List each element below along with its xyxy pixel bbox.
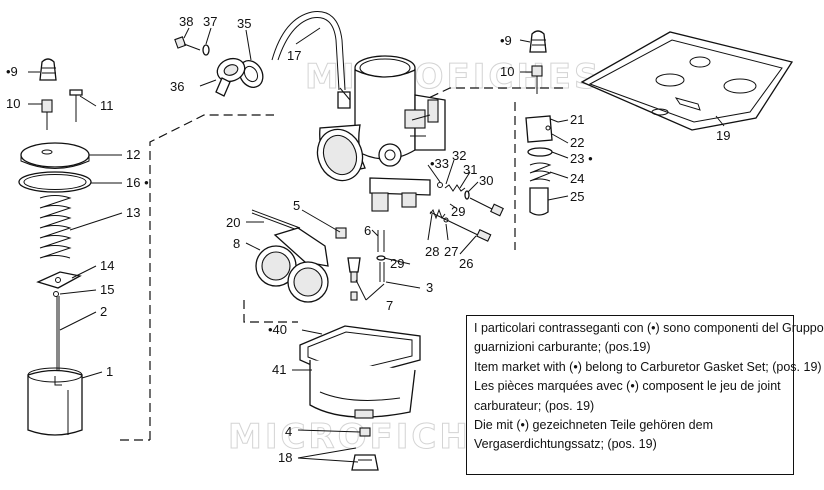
part-6-jet-holder bbox=[377, 230, 385, 252]
part-15-clip bbox=[53, 291, 59, 297]
label-12: 12 bbox=[126, 147, 140, 162]
part-8-air-flange bbox=[255, 227, 329, 303]
carburetor-exploded-diagram: MICROFICHES.NET MICROFICHES.NET bbox=[6, 11, 824, 475]
label-19: 19 bbox=[716, 128, 730, 143]
label-27: 27 bbox=[444, 244, 458, 259]
part-12-cover bbox=[20, 142, 90, 169]
part-5-jet bbox=[335, 227, 347, 239]
note-line-fr-2: carburateur; (pos. 19) bbox=[474, 398, 595, 413]
part-1-throttle-slide bbox=[27, 367, 83, 436]
label-30: 30 bbox=[479, 173, 493, 188]
label-26: 26 bbox=[459, 256, 473, 271]
part-31-washer bbox=[464, 190, 470, 200]
part-26-washer bbox=[443, 217, 449, 223]
label-38: 38 bbox=[179, 14, 193, 29]
label-5: 5 bbox=[293, 198, 300, 213]
note-line-en: Item market with (•) belong to Carbureto… bbox=[474, 359, 822, 374]
part-38-bolt bbox=[174, 36, 201, 51]
label-41: 41 bbox=[272, 362, 286, 377]
label-11: 11 bbox=[100, 98, 114, 113]
label-33: •33 bbox=[430, 156, 449, 171]
part-30-idle-screw bbox=[469, 197, 504, 217]
part-25-plunger bbox=[529, 187, 549, 216]
label-13: 13 bbox=[126, 205, 140, 220]
label-3: 3 bbox=[426, 280, 433, 295]
label-23: 23 • bbox=[570, 151, 593, 166]
label-25: 25 bbox=[570, 189, 584, 204]
part-9-left-cap bbox=[39, 58, 57, 81]
label-10-right: 10 bbox=[500, 64, 514, 79]
label-22: 22 bbox=[570, 135, 584, 150]
label-28: 28 bbox=[425, 244, 439, 259]
part-13-spring bbox=[39, 195, 72, 259]
label-29-lower: 29 bbox=[390, 256, 404, 271]
note-line-fr-1: Les pièces marquées avec (•) composent l… bbox=[474, 379, 781, 394]
part-19-gasket-set bbox=[580, 31, 794, 131]
label-18: 18 bbox=[278, 450, 292, 465]
leader-lines bbox=[28, 27, 725, 463]
label-37: 37 bbox=[203, 14, 217, 29]
part-9-right-cap bbox=[529, 30, 547, 53]
part-33-washer bbox=[437, 182, 443, 188]
label-9-right: •9 bbox=[500, 33, 512, 48]
carburetor-body bbox=[316, 55, 446, 212]
label-8: 8 bbox=[233, 236, 240, 251]
label-21: 21 bbox=[570, 112, 584, 127]
part-20-rod bbox=[251, 209, 301, 232]
part-28-spring bbox=[429, 208, 446, 220]
part-22-cap bbox=[525, 115, 553, 143]
label-20: 20 bbox=[226, 215, 240, 230]
label-16: 16 • bbox=[126, 175, 149, 190]
gasket-set-note: I particolari contrasseganti con (•) son… bbox=[466, 315, 824, 475]
part-36-banjo-fitting bbox=[215, 57, 246, 97]
part-3-main-jet bbox=[379, 262, 385, 282]
note-line-it-2: guarnizioni carburante; (pos.19) bbox=[474, 340, 651, 355]
note-line-it-1: I particolari contrasseganti con (•) son… bbox=[474, 321, 824, 335]
part-37-washer bbox=[202, 44, 210, 56]
label-17: 17 bbox=[287, 48, 301, 63]
label-35: 35 bbox=[237, 16, 251, 31]
label-7: 7 bbox=[386, 298, 393, 313]
label-24: 24 bbox=[570, 171, 584, 186]
part-14-needle-clip-plate bbox=[36, 271, 82, 289]
note-line-de-1: Die mit (•) gezeichneten Teile gehören d… bbox=[474, 418, 713, 433]
label-31: 31 bbox=[463, 162, 477, 177]
label-10-left: 10 bbox=[6, 96, 20, 111]
part-16-gasket bbox=[18, 171, 92, 193]
part-11-screw bbox=[69, 89, 83, 122]
part-23-gasket bbox=[527, 147, 553, 157]
part-27-mixture-screw bbox=[429, 211, 492, 242]
label-36: 36 bbox=[170, 79, 184, 94]
part-29-lower-washer bbox=[376, 255, 386, 261]
label-32: 32 bbox=[452, 148, 466, 163]
label-9-left: •9 bbox=[6, 64, 18, 79]
part-18-plug bbox=[351, 454, 379, 471]
label-1: 1 bbox=[106, 364, 113, 379]
note-line-de-2: Vergaserdichtungssatz; (pos. 19) bbox=[474, 437, 657, 452]
part-2-needle bbox=[56, 296, 60, 370]
part-number-labels: •9 10 11 12 16 • 13 14 15 2 1 38 37 35 3… bbox=[6, 14, 730, 465]
part-41-float-bowl bbox=[309, 360, 416, 419]
part-24-spring bbox=[529, 162, 552, 182]
part-10-left-adjuster bbox=[41, 99, 53, 130]
part-7-pilot-jets bbox=[347, 257, 361, 301]
label-29-upper: 29 bbox=[451, 204, 465, 219]
label-4: 4 bbox=[285, 424, 292, 439]
label-40: •40 bbox=[268, 322, 287, 337]
label-6: 6 bbox=[364, 223, 371, 238]
part-10-right-adjuster bbox=[531, 65, 543, 94]
part-17-fuel-hose bbox=[271, 11, 346, 91]
part-4-drain-screw bbox=[359, 427, 371, 437]
label-14: 14 bbox=[100, 258, 114, 273]
label-15: 15 bbox=[100, 282, 114, 297]
label-2: 2 bbox=[100, 304, 107, 319]
part-32-spring bbox=[444, 184, 466, 192]
